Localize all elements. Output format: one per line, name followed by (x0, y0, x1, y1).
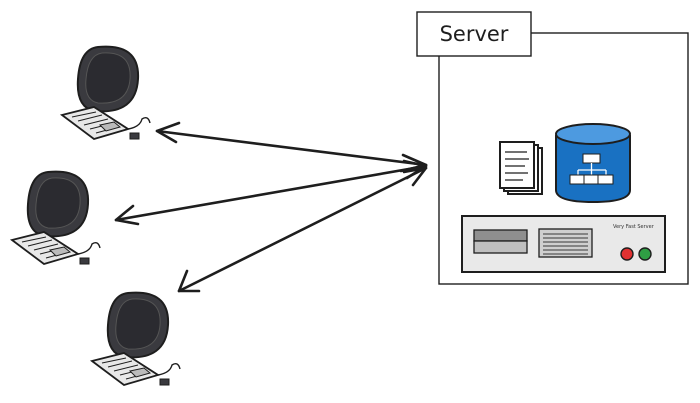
status-light-green (638, 247, 652, 261)
client-computer-middle (11, 170, 101, 265)
server-group: Server Very Fast Server (416, 11, 689, 285)
connections (114, 121, 428, 293)
connection-arrow (114, 164, 428, 222)
machine-label: Very Fast Server (613, 224, 655, 230)
client-computer-top (61, 45, 151, 140)
server-label: Server (440, 22, 509, 46)
client-computer-bottom (91, 291, 181, 386)
database-icon (555, 123, 631, 204)
arrowhead (177, 269, 201, 293)
connection-arrow (177, 166, 428, 293)
server-label-box (416, 11, 532, 57)
arrowhead (155, 121, 181, 144)
server-machine: Very Fast Server (461, 215, 666, 273)
connection-arrow (155, 129, 428, 167)
document-stack-icon (499, 141, 543, 195)
arrowhead (402, 166, 428, 187)
drive-bay (538, 228, 593, 258)
arrowhead (114, 204, 140, 226)
status-light-red (620, 247, 634, 261)
